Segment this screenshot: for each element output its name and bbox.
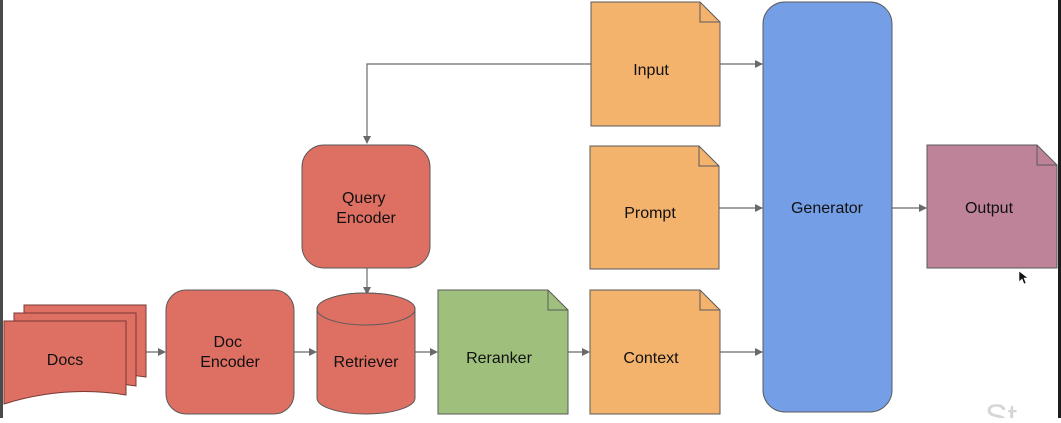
reranker-label: Reranker (466, 350, 532, 367)
arrow-input-to-query-encoder (363, 63, 591, 144)
generator-label: Generator (791, 200, 864, 217)
prompt-fold (698, 146, 719, 167)
doc-encoder-label: Doc Encoder (200, 334, 260, 371)
generator-node: Generator (762, 1, 893, 413)
generator-box (762, 1, 893, 413)
query-encoder-label-line-1: Query (342, 190, 386, 207)
docs-sheet-front (3, 320, 127, 405)
right-frame-edge (1058, 0, 1061, 418)
docs-label: Docs (47, 352, 83, 369)
left-frame-edge (0, 0, 3, 418)
retriever-label: Retriever (334, 354, 400, 371)
input-label: Input (633, 62, 669, 79)
input-node: Input (590, 1, 721, 127)
output-label: Output (965, 200, 1014, 217)
doc-encoder-box (165, 289, 295, 415)
doc-encoder-label-line-2: Encoder (200, 354, 260, 371)
retriever-cylinder-top (316, 292, 416, 326)
context-fold (699, 290, 720, 311)
output-node: Output (926, 144, 1058, 269)
output-fold (1036, 145, 1057, 166)
query-encoder-label-line-2: Encoder (336, 210, 396, 227)
input-box (590, 1, 721, 127)
reranker-box (437, 289, 569, 415)
doc-encoder-label-line-1: Doc (214, 334, 242, 351)
retriever-node: Retriever (316, 292, 416, 415)
reranker-node: Reranker (437, 289, 569, 415)
doc-encoder-node: Doc Encoder (165, 289, 295, 415)
mouse-cursor-icon (1018, 270, 1029, 285)
docs-node: Docs (3, 304, 147, 405)
query-encoder-box (301, 144, 431, 269)
query-encoder-node: Query Encoder (301, 144, 431, 269)
prompt-box (589, 145, 720, 270)
reranker-fold (547, 290, 568, 311)
connectors (146, 60, 927, 356)
output-box (926, 144, 1058, 269)
context-label: Context (623, 350, 679, 367)
watermark-text: St (985, 398, 1018, 418)
prompt-node: Prompt (589, 145, 720, 270)
prompt-label: Prompt (624, 205, 676, 222)
context-box (589, 289, 721, 415)
input-fold (699, 2, 720, 23)
context-node: Context (589, 289, 721, 415)
query-encoder-label: Query Encoder (336, 190, 396, 227)
